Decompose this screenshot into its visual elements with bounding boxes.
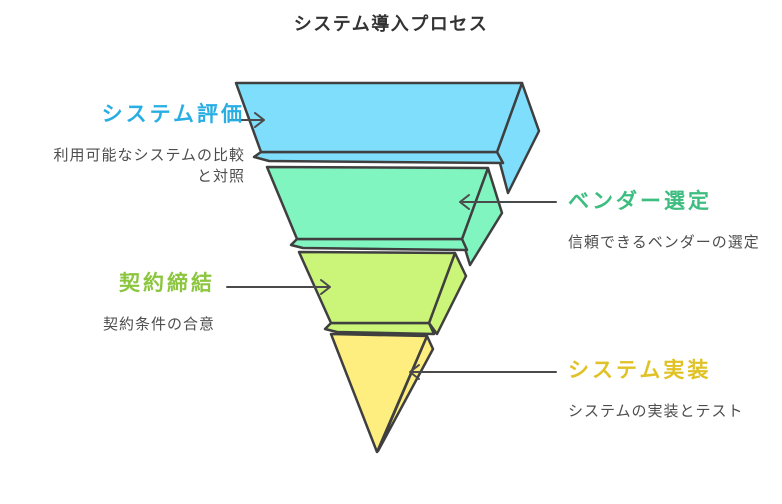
funnel-shapes [234,81,541,454]
stage-1-description: 利用可能なシステムの比較と対照 [53,147,245,185]
stage-4-front-face [329,332,429,454]
stage-2-label-block: ベンダー選定 信頼できるベンダーの選定 [568,191,768,253]
arrow-head-right-icon [320,279,331,295]
funnel-stage-3-shape [297,250,468,336]
diagram-title: システム導入プロセス [293,14,489,34]
stage-1-label: システム評価 [101,103,245,126]
stage-2-bottom-face [289,237,469,252]
arrow-stage-1 [228,112,265,128]
arrow-head-right-icon [254,112,265,128]
stage-3-description: 契約条件の合意 [102,316,215,333]
funnel-stage-2-shape [265,165,504,267]
stage-3-label-block: 契約締結 契約条件の合意 [25,273,215,335]
stage-3-label: 契約締結 [119,272,215,295]
stage-2-front-face [265,165,490,241]
stage-1-bottom-face [252,150,505,165]
arrow-stage-4 [409,364,557,380]
stage-4-label: システム実装 [568,359,712,382]
stage-4-description: システムの実装とテスト [568,403,744,420]
stage-4-label-block: システム実装 システムの実装とテスト [568,360,768,422]
arrow-stage-2 [459,194,557,210]
stage-2-label: ベンダー選定 [568,190,712,213]
stage-1-label-block: システム評価 利用可能なシステムの比較と対照 [15,104,245,187]
stage-3-front-face [297,250,457,325]
stage-2-description: 信頼できるベンダーの選定 [568,234,760,251]
arrow-head-left-icon [459,194,470,210]
stage-1-front-face [234,81,524,154]
arrow-head-left-icon [409,364,420,380]
stage-3-bottom-face [323,321,436,336]
funnel-stage-4-shape [329,332,435,454]
connector-arrows [226,112,557,380]
arrow-stage-3 [226,279,331,295]
funnel-stage-1-shape [234,81,541,195]
